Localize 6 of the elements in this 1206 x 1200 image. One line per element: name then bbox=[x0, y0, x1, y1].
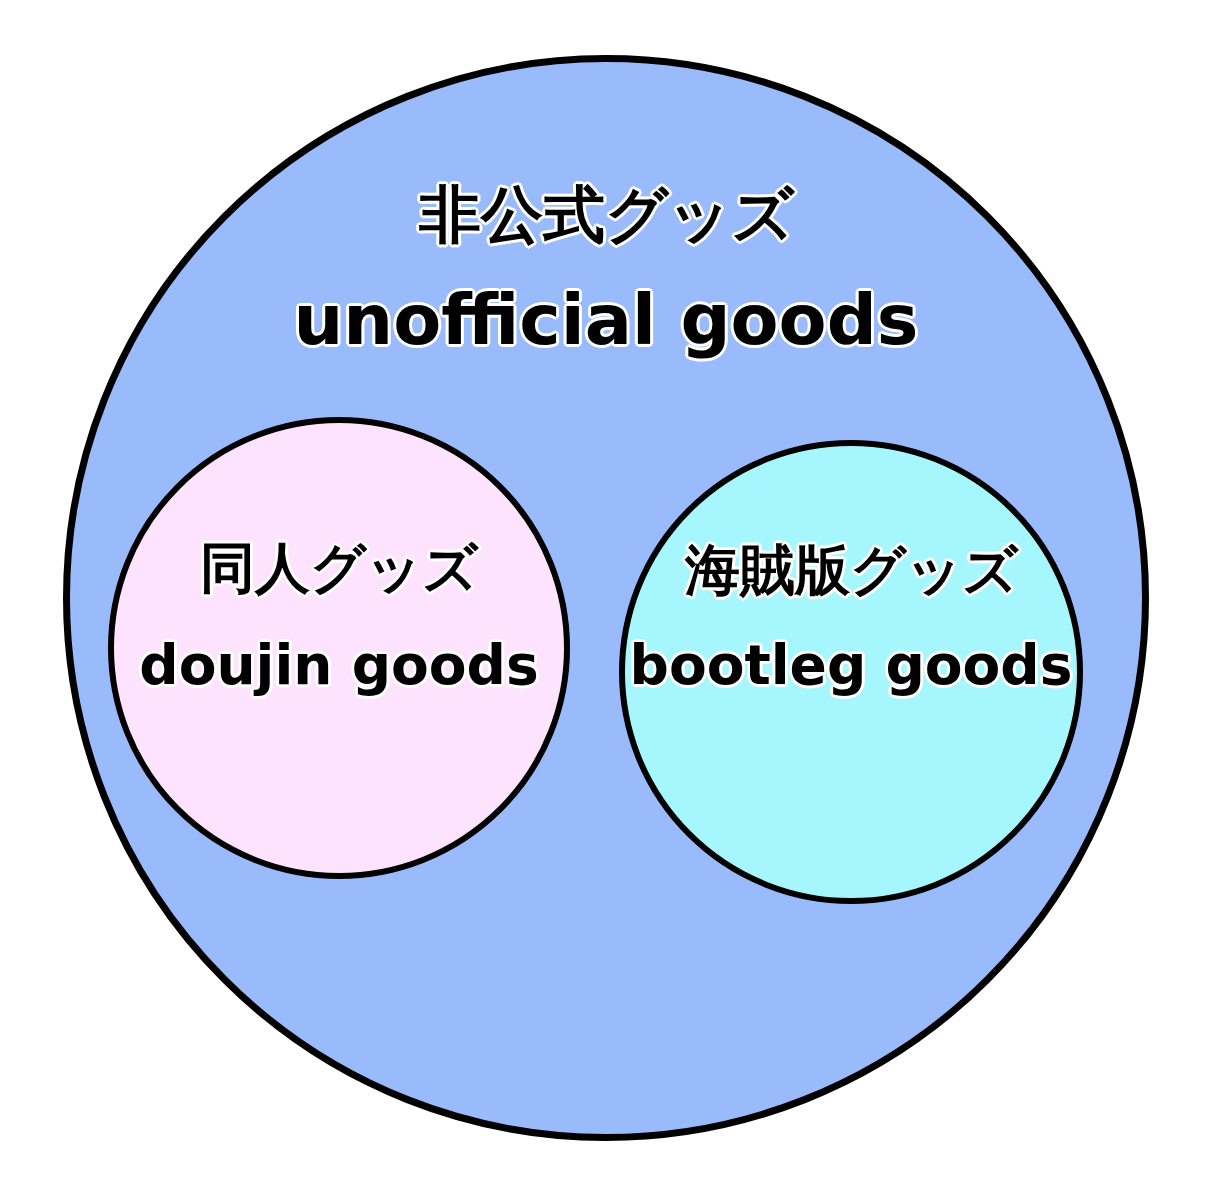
category-subtitle: unofficial goods bbox=[292, 278, 920, 362]
category-title: 同人グッズ bbox=[199, 535, 480, 601]
category-title: 非公式グッズ bbox=[417, 178, 796, 253]
category-subtitle: bootleg goods bbox=[628, 632, 1074, 698]
category-title: 海賊版グッズ bbox=[683, 537, 1020, 603]
category-subtitle: doujin goods bbox=[138, 632, 540, 698]
